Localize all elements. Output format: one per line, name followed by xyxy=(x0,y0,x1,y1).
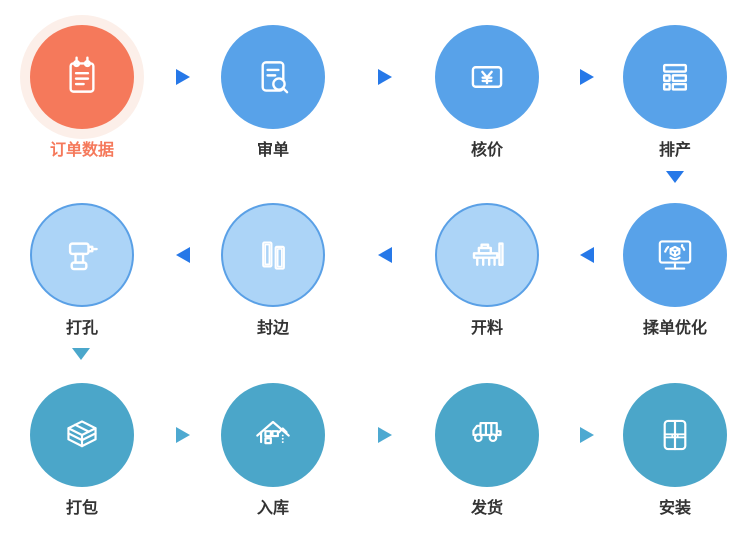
step-production-scheduling: 排产 xyxy=(623,25,727,159)
step-label: 揉单优化 xyxy=(642,320,707,337)
step-installation: 安装 xyxy=(623,383,727,517)
step-price-check: 核价 xyxy=(435,25,539,159)
step-drilling: 打孔 xyxy=(30,203,134,337)
drilling-circle xyxy=(30,203,134,307)
cabinet-icon xyxy=(663,419,687,451)
step-label: 安装 xyxy=(658,500,691,517)
step-label: 入库 xyxy=(256,500,289,517)
step-shipping: 发货 xyxy=(435,383,539,517)
edge-banded-panels-icon xyxy=(262,241,285,270)
monitor-3d-cube-icon xyxy=(658,240,692,270)
installation-circle xyxy=(623,383,727,487)
flow-arrow-down-icon xyxy=(666,171,684,183)
step-label: 发货 xyxy=(470,500,503,517)
flow-arrow-left-icon xyxy=(176,247,190,263)
flow-arrow-right-icon xyxy=(176,69,190,85)
package-box-icon xyxy=(67,420,97,448)
step-label: 审单 xyxy=(256,142,289,159)
step-label: 打孔 xyxy=(65,320,98,337)
step-order-data: 订单数据 xyxy=(20,15,144,159)
drill-icon xyxy=(68,242,98,271)
flow-arrow-right-icon xyxy=(378,427,392,443)
step-label: 封边 xyxy=(256,320,289,337)
edge-banding-circle xyxy=(221,203,325,307)
order-review-circle xyxy=(221,25,325,129)
cutting-circle xyxy=(435,203,539,307)
step-label: 打包 xyxy=(65,500,98,517)
step-cutting: 开料 xyxy=(435,203,539,337)
flow-arrow-right-icon xyxy=(580,69,594,85)
order-data-circle xyxy=(30,25,134,129)
order-optimization-circle xyxy=(623,203,727,307)
schedule-list-icon xyxy=(662,63,688,91)
step-label: 排产 xyxy=(658,142,691,159)
step-warehousing: 入库 xyxy=(221,383,325,517)
step-label: 开料 xyxy=(470,320,503,337)
step-order-optimization: 揉单优化 xyxy=(623,203,727,337)
notepad-icon xyxy=(69,56,95,93)
warehouse-icon xyxy=(256,420,290,445)
production-scheduling-circle xyxy=(623,25,727,129)
cutting-machine-icon xyxy=(472,242,504,266)
flow-arrow-right-icon xyxy=(176,427,190,443)
step-label: 核价 xyxy=(470,142,503,159)
packing-circle xyxy=(30,383,134,487)
price-check-circle xyxy=(435,25,539,129)
shipping-circle xyxy=(435,383,539,487)
step-edge-banding: 封边 xyxy=(221,203,325,337)
document-search-icon xyxy=(261,61,289,94)
flow-arrow-down-icon xyxy=(72,348,90,360)
yen-price-card-icon xyxy=(471,66,503,88)
step-packing: 打包 xyxy=(30,383,134,517)
flow-arrow-right-icon xyxy=(580,427,594,443)
step-label: 订单数据 xyxy=(49,142,114,159)
delivery-truck-icon xyxy=(472,422,502,443)
warehousing-circle xyxy=(221,383,325,487)
flow-arrow-right-icon xyxy=(378,69,392,85)
flow-arrow-left-icon xyxy=(580,247,594,263)
flow-arrow-left-icon xyxy=(378,247,392,263)
step-order-review: 审单 xyxy=(221,25,325,159)
